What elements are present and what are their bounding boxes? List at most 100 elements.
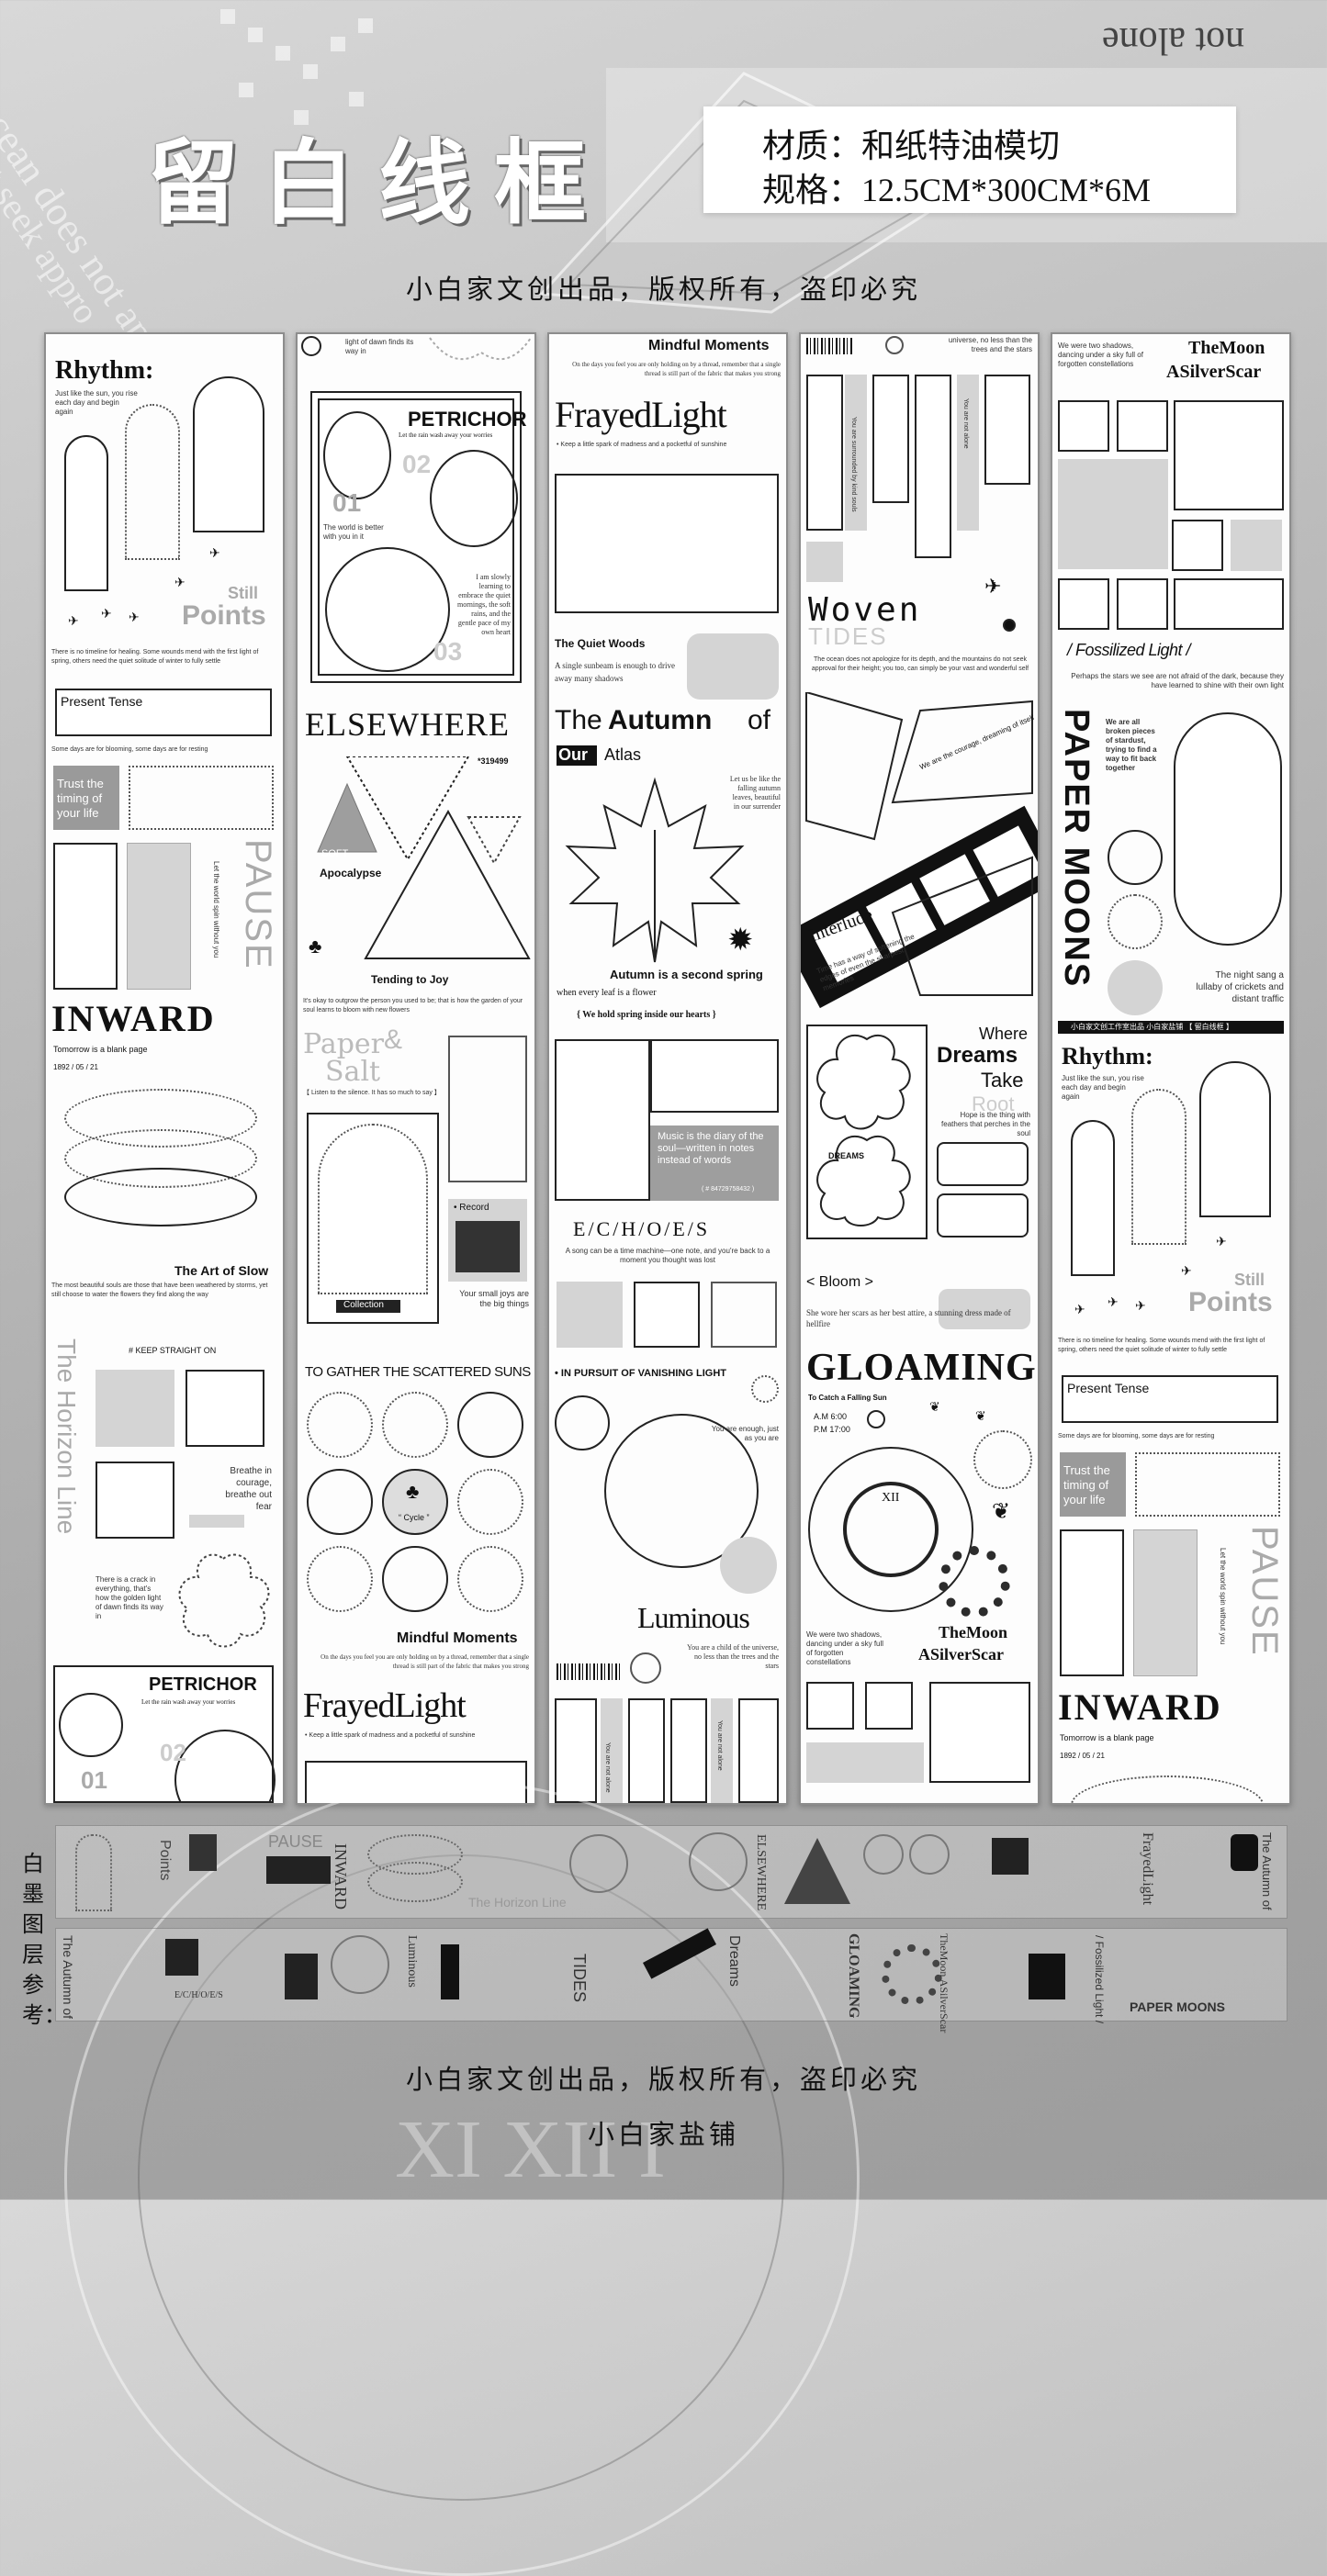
reference-row-2 (55, 1928, 1288, 2022)
ref-fossil: / Fossilized Light / (1093, 1935, 1106, 2024)
tall-frame (1060, 1529, 1124, 1676)
tape-strip-2: light of dawn finds its way in PETRICHOR… (296, 332, 536, 1805)
still-text: Still (1234, 1271, 1265, 1289)
root-text: Root (972, 1092, 1015, 1115)
circle-frame (323, 411, 391, 499)
barcode (806, 338, 852, 354)
square-frame (806, 1682, 854, 1730)
grey-bar (189, 1515, 244, 1528)
quote-bubble (687, 633, 779, 700)
flower-text: when every leaf is a flower (557, 988, 657, 998)
not-alone-text: You are not alone (604, 1742, 611, 1793)
narrow-frame-3 (670, 1698, 707, 1803)
ref-gear-icon (882, 1944, 942, 2005)
frayed-light-heading: FrayedLight (303, 1686, 467, 1725)
ref-arch (75, 1834, 112, 1911)
narrow-grey-bar (601, 1698, 623, 1803)
present-tense-box (1062, 1375, 1278, 1423)
outgrow-text: It's okay to outgrow the person you used… (303, 998, 523, 1014)
atlas-label: Atlas (604, 745, 642, 764)
night-text: The night sang a lullaby of crickets and… (1196, 970, 1284, 1004)
ref-pause: PAUSE (268, 1832, 323, 1851)
band-text: 小白家文创工作室出品 小白家盐铺 【 留白线框 】 (1071, 1023, 1233, 1031)
ref-circle (863, 1834, 904, 1875)
date-text: 1892 / 05 / 21 (1060, 1752, 1105, 1760)
tides-text: TIDES (808, 622, 888, 650)
top-text: light of dawn finds its way in (345, 338, 414, 355)
narrow-frame-4 (984, 375, 1030, 485)
cycle-circle (382, 1469, 448, 1535)
petrichor-heading: PETRICHOR (408, 408, 527, 431)
echoes-heading: E/C/H/O/E/S (573, 1217, 711, 1240)
grey-panel (1133, 1529, 1198, 1676)
reference-label: 白墨图层参考： (22, 1851, 66, 2028)
square-frame-3 (929, 1682, 1030, 1783)
spark-text: • Keep a little spark of madness and a p… (305, 1732, 476, 1739)
ref-points: Points (157, 1840, 173, 1881)
narrow-frame (555, 1698, 597, 1803)
where-text: Where (979, 1025, 1029, 1043)
bird-icon: ✈ (209, 545, 220, 560)
pause-side-text: Let the world spin without you (1219, 1548, 1227, 1645)
child-text: You are a child of the universe, no less… (687, 1643, 779, 1670)
square-frame-2 (711, 1282, 777, 1348)
pause-text: PAUSE (1244, 1526, 1285, 1657)
take-text: Take (981, 1069, 1024, 1092)
ref-tides: TIDES (570, 1954, 589, 2003)
spiral-icon (301, 336, 321, 356)
number-02: 02 (160, 1739, 186, 1766)
tall-frame (53, 843, 118, 990)
shadows-text: We were two shadows, dancing under a sky… (806, 1630, 884, 1666)
pause-side-text: Let the world spin without you (212, 861, 220, 958)
salt-text: Salt (325, 1056, 381, 1088)
clock-icon (843, 1482, 939, 1577)
floral-circle (1108, 960, 1163, 1015)
spec-material: 材质：和纸特油模切 (762, 128, 1061, 164)
square-frame (186, 1370, 264, 1447)
narrow-grey-bar-2 (957, 375, 979, 531)
blooming-text: Some days are for blooming, some days ar… (1058, 1433, 1215, 1439)
flower-card (806, 1025, 928, 1239)
ellipse-1 (1071, 1775, 1264, 1803)
record-image (455, 1221, 520, 1272)
flower-frame (178, 1553, 270, 1648)
petrichor-sub: Let the rain wash away your worries (399, 431, 493, 439)
ref-block (165, 1939, 198, 1976)
music-tile (650, 1126, 779, 1201)
hold-spring-text: { We hold spring inside our hearts } (577, 1010, 716, 1020)
square-frame-4 (1172, 520, 1223, 571)
blooming-text: Some days are for blooming, some days ar… (51, 746, 208, 753)
listen-text: 【 Listen to the silence. It has so much … (303, 1090, 441, 1096)
mindful-heading: Mindful Moments (397, 1630, 518, 1646)
tree-icon: ♣ (309, 935, 322, 958)
square-frame-5 (1058, 578, 1109, 630)
arch-frame-3 (193, 376, 264, 532)
crack-text: There is a crack in everything, that's h… (96, 1575, 163, 1620)
bird-icon: ✈ (1074, 1302, 1085, 1316)
music-text: Music is the diary of the soul—written i… (658, 1131, 764, 1166)
film-collage (801, 692, 1038, 1009)
bird-icon: ✈ (68, 613, 79, 628)
bird-icon: ✈ (174, 575, 186, 589)
narrow-frame (806, 375, 843, 531)
dotted-circle (973, 1430, 1032, 1489)
flower-frames (816, 1034, 911, 1226)
number-01: 01 (81, 1766, 107, 1794)
mindful-body: On the days you feel you are only holdin… (572, 361, 781, 377)
stars-text: Perhaps the stars we see are not afraid … (1071, 672, 1284, 689)
ref-dreams: Dreams (726, 1935, 742, 1988)
circle-frame-2 (1108, 894, 1163, 949)
points-text: Points (182, 600, 266, 631)
collection-label: Collection (343, 1300, 384, 1310)
ref-block (285, 1954, 318, 1999)
grid-circle (307, 1546, 373, 1612)
trust-tile (1060, 1452, 1126, 1517)
trust-text: Trust the timing of your life (1063, 1463, 1110, 1506)
code-text: *319499 (478, 756, 509, 766)
pm-text: P.M 17:00 (814, 1425, 850, 1434)
tape-strip-3: Mindful Moments On the days you feel you… (547, 332, 788, 1805)
arch-frame-3 (1199, 1061, 1271, 1217)
grid-circle (457, 1546, 523, 1612)
circle-frame (1108, 830, 1163, 885)
bird-icon: ✈ (1216, 1234, 1227, 1249)
